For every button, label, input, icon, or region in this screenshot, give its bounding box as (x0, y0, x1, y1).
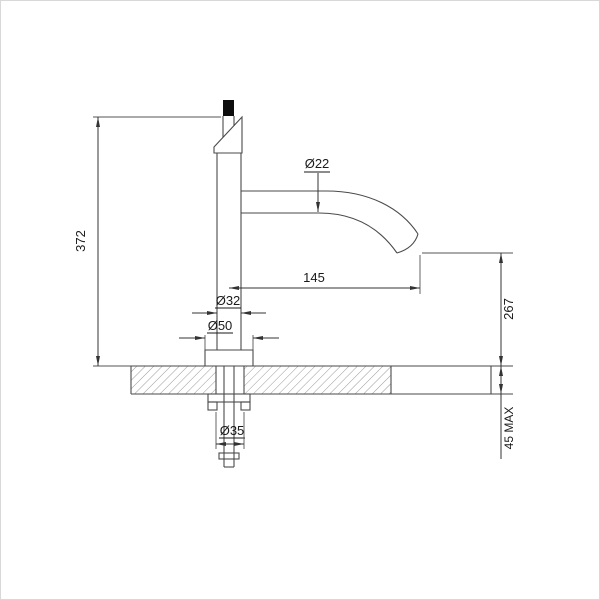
spout-outlet-end (396, 233, 419, 254)
dimension-outlet-height: 267 (422, 252, 516, 366)
deck-hole-diameter-label: Ø35 (220, 423, 245, 438)
counter-hatch-left (131, 366, 216, 394)
handle-knob (223, 100, 234, 116)
spout-reach-label: 145 (303, 270, 325, 285)
spout-bottom-edge (241, 212, 398, 254)
locknut-tab-right (240, 401, 251, 411)
dimension-spout-diameter: Ø22 (304, 156, 330, 212)
faucet-outline (204, 100, 419, 366)
outlet-height-label: 267 (501, 298, 516, 320)
base-flange (204, 349, 254, 366)
spout-top-edge (241, 190, 419, 235)
locknut-flange (207, 393, 251, 403)
locknut-tab-left (207, 401, 218, 411)
shank-end-nut (218, 452, 240, 460)
spout-diameter-label: Ø22 (305, 156, 330, 171)
under-counter-fittings (207, 366, 251, 468)
dimension-body-diameter: Ø32 (192, 293, 266, 315)
dimension-spout-reach: 145 (229, 255, 421, 294)
slanted-cap (213, 115, 243, 154)
max-deck-thickness-label: 45 MAX (502, 407, 516, 450)
dimension-base-diameter: Ø50 (179, 318, 279, 350)
overall-height-label: 372 (73, 230, 88, 252)
body-diameter-label: Ø32 (216, 293, 241, 308)
dimension-max-deck-thickness: 45 MAX (499, 366, 516, 459)
base-diameter-label: Ø50 (208, 318, 233, 333)
dimension-overall-height: 372 (73, 116, 221, 367)
dimension-deck-hole-diameter: Ø35 (215, 412, 245, 449)
countertop-section (130, 365, 513, 395)
counter-hatch-right (244, 366, 391, 394)
